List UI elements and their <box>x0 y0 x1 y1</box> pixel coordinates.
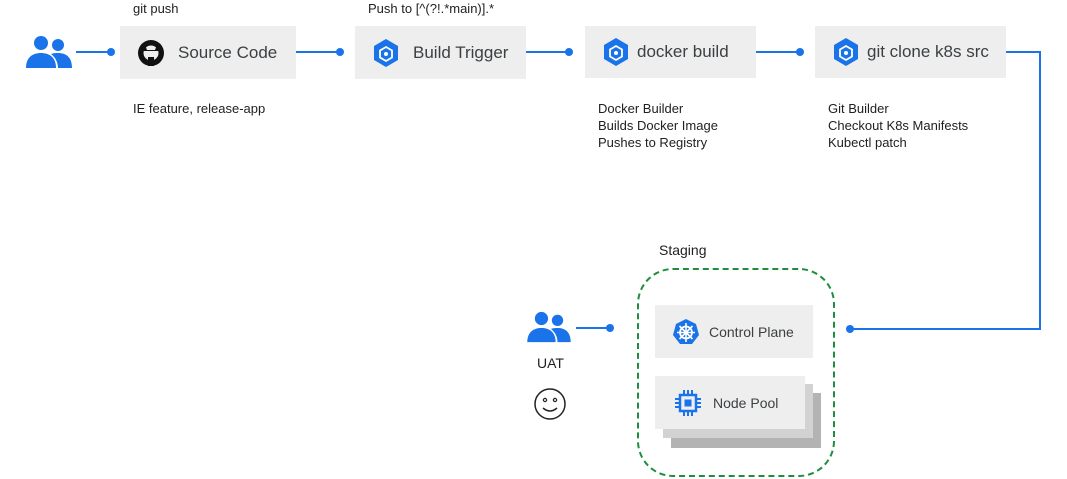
docker-note: Docker Builder <box>598 101 684 116</box>
node-pool-node[interactable]: Node Pool <box>655 376 805 429</box>
docker-notes: Docker Builder Builds Docker Image Pushe… <box>598 100 718 151</box>
control-plane-label: Control Plane <box>709 323 794 340</box>
gitclone-note: Git Builder <box>828 101 889 116</box>
staging-title: Staging <box>659 242 707 258</box>
smiley-icon <box>533 387 567 426</box>
build-trigger-label: Build Trigger <box>413 42 509 62</box>
git-clone-node[interactable]: git clone k8s src <box>815 26 1006 78</box>
staging-cluster <box>637 268 835 477</box>
docker-build-node[interactable]: docker build <box>585 26 756 78</box>
gitclone-note: Checkout K8s Manifests <box>828 118 969 133</box>
cloud-build-icon <box>831 37 861 67</box>
source-top-note: git push <box>133 1 179 16</box>
docker-build-label: docker build <box>637 42 729 61</box>
gitclone-note: Kubectl patch <box>828 135 907 150</box>
docker-note: Pushes to Registry <box>598 135 708 150</box>
git-clone-label: git clone k8s src <box>867 42 989 61</box>
compute-chip-icon <box>673 388 703 418</box>
uat-label: UAT <box>537 355 564 371</box>
control-plane-node[interactable]: Control Plane <box>655 305 813 358</box>
gitclone-notes: Git Builder Checkout K8s Manifests Kubec… <box>828 100 968 151</box>
source-bottom-note: IE feature, release-app <box>133 101 266 116</box>
cloud-build-icon <box>371 38 401 68</box>
cloud-build-icon <box>601 37 631 67</box>
users-icon <box>24 34 74 75</box>
build-trigger-node[interactable]: Build Trigger <box>355 26 526 79</box>
source-code-node[interactable]: Source Code <box>120 26 296 79</box>
trigger-top-note: Push to [^(?!.*main)].* <box>368 1 495 16</box>
docker-note: Builds Docker Image <box>598 118 718 133</box>
github-icon <box>136 38 166 68</box>
source-code-label: Source Code <box>178 42 278 62</box>
kubernetes-icon <box>671 317 701 347</box>
users-icon <box>525 310 573 349</box>
node-pool-label: Node Pool <box>713 394 779 411</box>
